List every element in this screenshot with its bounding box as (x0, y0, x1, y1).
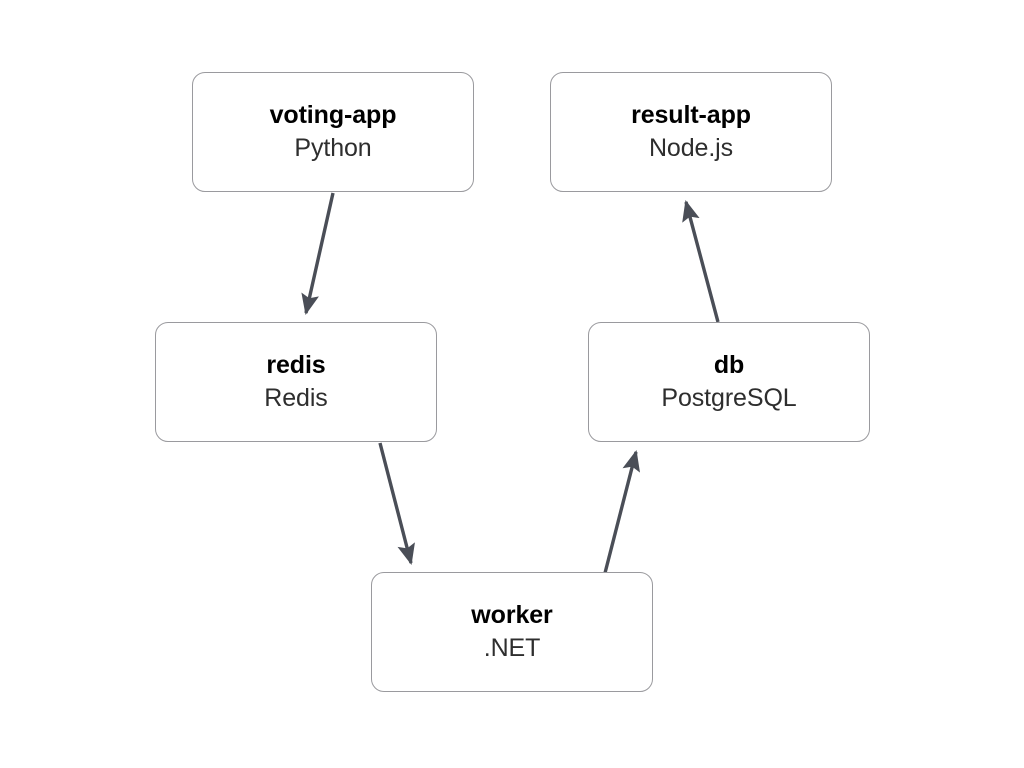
node-worker[interactable]: worker .NET (371, 572, 653, 692)
node-db[interactable]: db PostgreSQL (588, 322, 870, 442)
node-title: result-app (631, 101, 751, 129)
node-subtitle: Node.js (648, 133, 734, 162)
edge-worker-to-db (603, 450, 641, 574)
node-redis[interactable]: redis Redis (155, 322, 437, 442)
node-result-app[interactable]: result-app Node.js (550, 72, 832, 192)
node-subtitle: .NET (483, 633, 541, 662)
node-subtitle: PostgreSQL (661, 383, 797, 412)
node-subtitle: Python (294, 133, 372, 162)
edge-db-to-result-app (682, 200, 720, 323)
node-title: worker (471, 601, 553, 629)
edge-redis-to-worker (378, 442, 415, 565)
node-title: redis (266, 351, 326, 379)
node-subtitle: Redis (264, 383, 328, 412)
edge-voting-app-to-redis (301, 192, 335, 315)
node-title: db (713, 351, 745, 379)
node-title: voting-app (269, 101, 397, 129)
node-voting-app[interactable]: voting-app Python (192, 72, 474, 192)
